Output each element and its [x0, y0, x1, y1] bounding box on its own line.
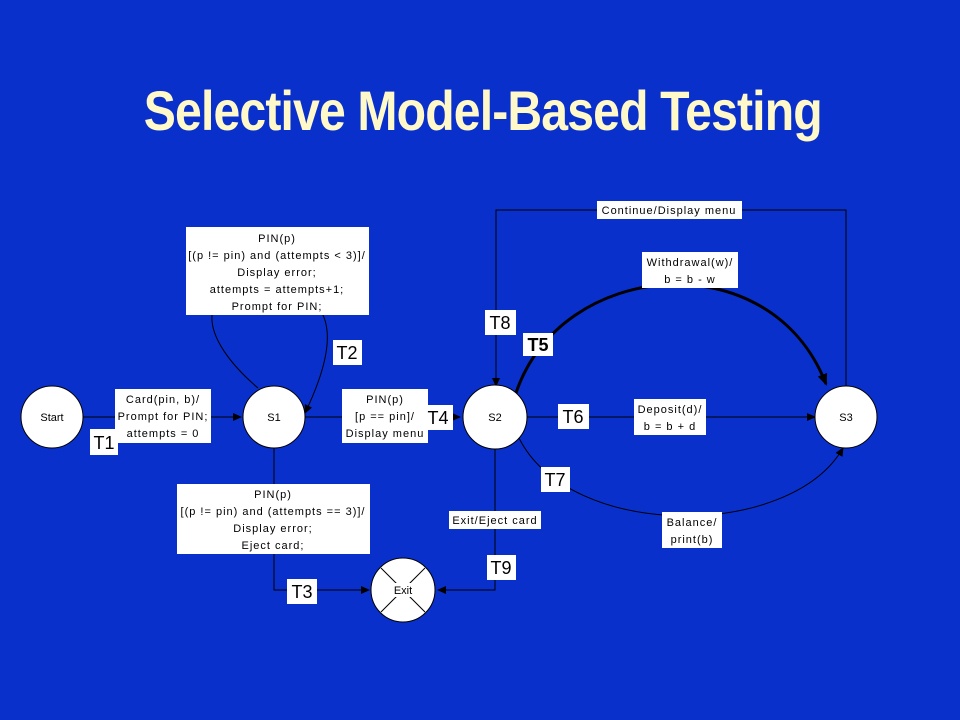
t2-label-box: PIN(p) [(p != pin) and (attempts < 3)]/ … — [186, 227, 369, 315]
state-s3-label: S3 — [839, 412, 852, 424]
svg-text:Prompt for PIN;: Prompt for PIN; — [118, 411, 209, 423]
svg-text:Card(pin, b)/: Card(pin, b)/ — [126, 394, 200, 406]
svg-text:print(b): print(b) — [671, 534, 714, 546]
tag-t3: T3 — [287, 579, 317, 604]
tag-t7: T7 — [541, 467, 570, 492]
tag-t5: T5 — [523, 333, 553, 356]
svg-text:b = b + d: b = b + d — [644, 421, 696, 433]
slide-title: Selective Model-Based Testing — [143, 79, 823, 142]
svg-text:Withdrawal(w)/: Withdrawal(w)/ — [647, 257, 734, 269]
t5-label-box: Withdrawal(w)/ b = b - w — [642, 252, 738, 288]
svg-text:Balance/: Balance/ — [667, 517, 718, 529]
svg-text:PIN(p): PIN(p) — [254, 489, 292, 501]
svg-text:T6: T6 — [562, 407, 583, 427]
svg-text:T8: T8 — [489, 313, 510, 333]
state-s1-label: S1 — [267, 412, 280, 424]
state-start: Start — [20, 385, 84, 449]
svg-text:[(p != pin) and (attempts == 3: [(p != pin) and (attempts == 3)]/ — [181, 506, 366, 518]
t8-label-box: Continue/Display menu — [597, 201, 742, 219]
svg-text:T7: T7 — [544, 470, 565, 490]
svg-text:PIN(p): PIN(p) — [258, 233, 296, 245]
tag-t1: T1 — [90, 429, 118, 455]
svg-text:Eject card;: Eject card; — [242, 540, 305, 552]
svg-text:[p == pin]/: [p == pin]/ — [355, 411, 415, 423]
tag-t4: T4 — [424, 405, 453, 430]
svg-text:T4: T4 — [427, 408, 448, 428]
svg-text:Continue/Display menu: Continue/Display menu — [602, 205, 737, 217]
state-exit-label: Exit — [394, 585, 412, 597]
t1-label-box: Card(pin, b)/ Prompt for PIN; attempts =… — [115, 389, 211, 443]
svg-text:b = b - w: b = b - w — [664, 274, 716, 286]
state-s3: S3 — [814, 385, 878, 449]
svg-text:attempts = 0: attempts = 0 — [127, 428, 200, 440]
edge-s2-s3-withdrawal — [514, 282, 828, 394]
t4-label-box: PIN(p) [p == pin]/ Display menu — [342, 389, 428, 443]
tag-t2: T2 — [333, 340, 362, 365]
state-s2-label: S2 — [488, 412, 501, 424]
svg-text:Exit/Eject card: Exit/Eject card — [452, 515, 537, 527]
state-start-label: Start — [40, 412, 63, 424]
tag-t8: T8 — [485, 310, 516, 335]
edge-s3-s2-continue — [492, 209, 847, 388]
svg-text:attempts = attempts+1;: attempts = attempts+1; — [210, 284, 345, 296]
state-exit: Exit — [370, 557, 436, 623]
svg-text:Deposit(d)/: Deposit(d)/ — [638, 404, 703, 416]
svg-text:[(p != pin) and (attempts < 3): [(p != pin) and (attempts < 3)]/ — [188, 250, 366, 262]
svg-text:PIN(p): PIN(p) — [366, 394, 404, 406]
t9-label-box: Exit/Eject card — [449, 511, 541, 529]
tag-t6: T6 — [558, 404, 589, 429]
t6-label-box: Deposit(d)/ b = b + d — [634, 399, 706, 435]
state-s1: S1 — [242, 385, 306, 449]
state-s2: S2 — [462, 384, 528, 450]
svg-text:T3: T3 — [291, 582, 312, 602]
t3-label-box: PIN(p) [(p != pin) and (attempts == 3)]/… — [177, 484, 370, 554]
svg-text:T1: T1 — [93, 433, 114, 453]
svg-text:Display error;: Display error; — [233, 523, 312, 535]
svg-text:T2: T2 — [336, 343, 357, 363]
tag-t9: T9 — [487, 555, 516, 580]
svg-text:T9: T9 — [490, 558, 511, 578]
svg-text:T5: T5 — [527, 335, 548, 355]
edge-s2-exit — [437, 448, 496, 594]
svg-text:Prompt for PIN;: Prompt for PIN; — [232, 301, 323, 313]
t7-label-box: Balance/ print(b) — [662, 512, 722, 548]
svg-text:Display menu: Display menu — [346, 428, 425, 440]
svg-text:Display error;: Display error; — [237, 267, 316, 279]
